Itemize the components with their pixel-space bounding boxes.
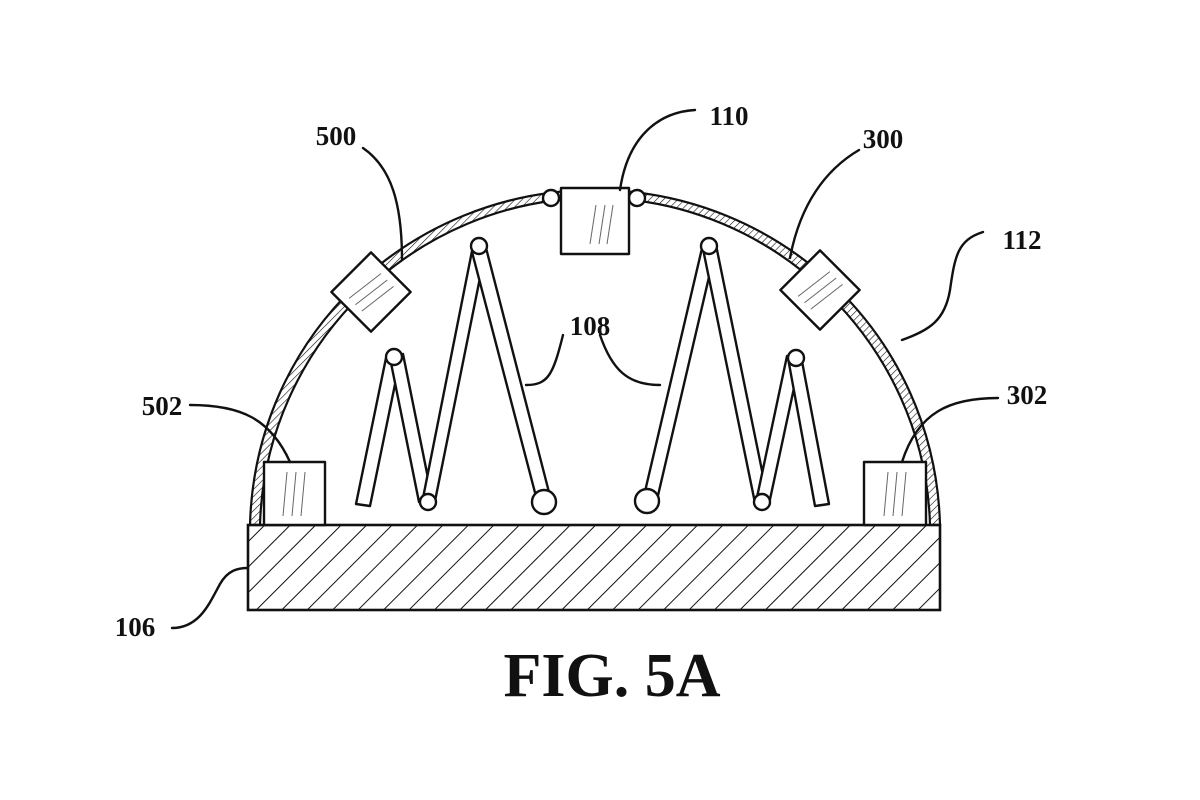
label-500: 500 [316, 121, 357, 151]
top-component [541, 186, 647, 256]
bottom-component-left [262, 460, 327, 527]
label-110: 110 [709, 101, 748, 131]
label-502: 502 [142, 391, 183, 421]
label-112: 112 [1002, 225, 1041, 255]
zigzag-structure-left [354, 236, 558, 516]
label-106: 106 [115, 612, 156, 642]
figure-caption: FIG. 5A [504, 642, 721, 710]
tilted-component-right [779, 249, 861, 331]
zigzag-structure-right [633, 236, 831, 515]
label-300: 300 [863, 124, 904, 154]
label-108: 108 [570, 311, 611, 341]
tilted-component-left [330, 251, 412, 333]
leader-lines [170, 108, 1000, 630]
label-302: 302 [1007, 380, 1048, 410]
bottom-component-right [862, 460, 928, 527]
base-substrate [246, 523, 942, 612]
